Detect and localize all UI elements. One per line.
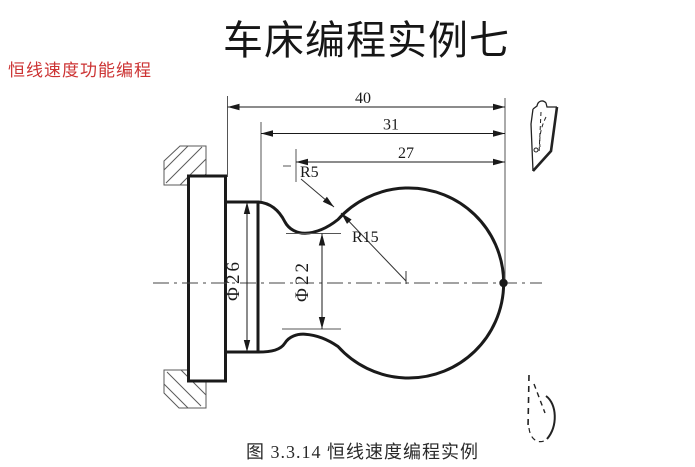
leader-r5: R5 bbox=[300, 164, 335, 208]
arrow-right-icon bbox=[493, 130, 505, 137]
hatch-line bbox=[166, 371, 202, 407]
tool-left-edge bbox=[530, 108, 534, 172]
dim-label-31: 31 bbox=[383, 117, 399, 134]
chuck-jaw-top-outline bbox=[163, 145, 207, 186]
tool-hidden-line bbox=[528, 427, 547, 443]
figure-caption: 图 3.3.14 恒线速度编程实例 bbox=[246, 442, 479, 462]
arrow-right-icon bbox=[493, 158, 505, 166]
arrow-icon bbox=[322, 196, 334, 207]
endpoint-dot bbox=[499, 278, 508, 288]
tool-hidden-line bbox=[538, 111, 542, 155]
page-title: 车床编程实例七 bbox=[223, 18, 510, 63]
dimension-27: 27 bbox=[296, 145, 505, 166]
chuck-jaw-top-hatch bbox=[163, 145, 207, 186]
dimension-40: 40 bbox=[227, 90, 505, 111]
arrow-up-icon bbox=[318, 233, 326, 246]
extension-lines bbox=[227, 96, 506, 330]
turning-tool-icon-top bbox=[530, 100, 559, 172]
tool-hidden-line bbox=[527, 374, 530, 429]
arrow-left-icon bbox=[261, 130, 273, 137]
tool-hole-icon bbox=[533, 147, 539, 153]
dim-label-40: 40 bbox=[355, 90, 371, 107]
radius-label-r15: R15 bbox=[352, 229, 379, 246]
dim-label-dia22: Φ22 bbox=[292, 260, 313, 302]
turning-tool-icon-bottom bbox=[527, 374, 556, 443]
dim-label-27: 27 bbox=[398, 145, 414, 162]
tool-hidden-line bbox=[539, 116, 547, 148]
arrow-up-icon bbox=[243, 202, 251, 214]
leader-line bbox=[340, 212, 407, 282]
arrow-left-icon bbox=[227, 103, 240, 111]
dimension-31: 31 bbox=[261, 117, 505, 137]
arrow-right-icon bbox=[493, 103, 505, 111]
tool-hidden-line bbox=[533, 383, 546, 414]
dimension-dia22: Φ22 bbox=[292, 233, 326, 329]
tool-cutting-edge bbox=[532, 106, 559, 172]
radius-label-r5: R5 bbox=[300, 164, 319, 181]
arrow-left-icon bbox=[296, 158, 308, 166]
arrow-icon bbox=[341, 213, 352, 224]
dim-label-dia26: Φ26 bbox=[223, 259, 244, 301]
tool-curved-edge bbox=[545, 395, 556, 440]
arrow-down-icon bbox=[243, 340, 251, 352]
tool-top-edge bbox=[532, 100, 557, 110]
hatch-line bbox=[179, 158, 207, 186]
subtitle-red: 恒线速度功能编程 bbox=[8, 61, 152, 80]
hatch-line bbox=[163, 145, 189, 171]
leader-r15: R15 bbox=[340, 212, 407, 282]
dimension-dia26: Φ26 bbox=[223, 202, 251, 352]
part-flange bbox=[187, 174, 227, 383]
hatch-line bbox=[165, 146, 203, 184]
hatch-line bbox=[163, 383, 189, 409]
arrow-down-icon bbox=[318, 317, 326, 329]
